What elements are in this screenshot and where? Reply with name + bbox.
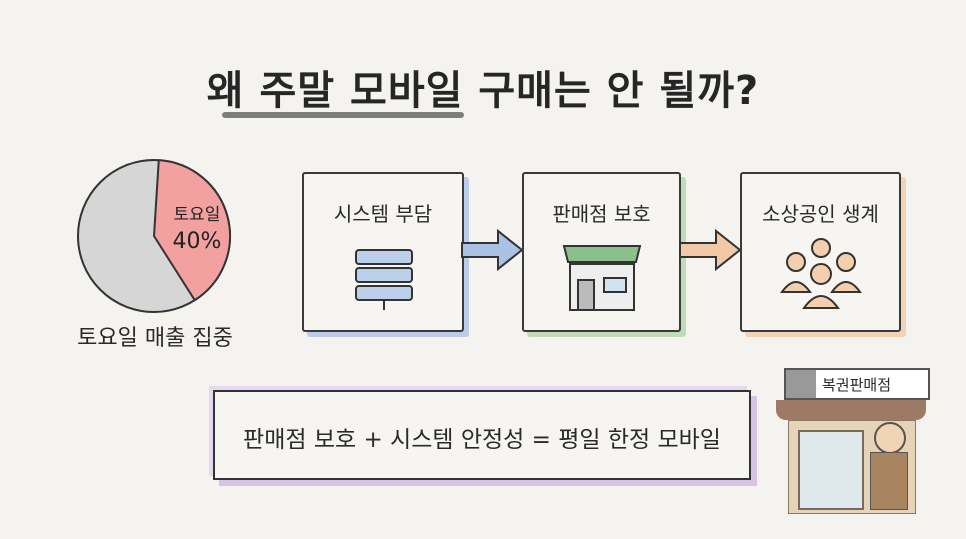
people-icon <box>780 238 862 309</box>
flow-step-small-business: 소상공인 생계 <box>740 172 901 332</box>
pie-label: 토요일 <box>174 205 221 225</box>
store-icon <box>562 245 642 311</box>
title-underline <box>222 112 464 118</box>
pie-caption: 토요일 매출 집중 <box>77 326 233 351</box>
arrow-icon <box>461 228 524 272</box>
flow-step-store-protection: 판매점 보호 <box>522 172 681 332</box>
flow-label: 판매점 보호 <box>552 202 651 226</box>
shopkeeper <box>874 422 906 454</box>
flow-label: 소상공인 생계 <box>762 202 879 226</box>
page-title: 왜 주말 모바일 구매는 안 될까? <box>206 68 760 114</box>
equation-box: 판매점 보호 + 시스템 안정성 = 평일 한정 모바일 <box>213 390 751 480</box>
pie-chart: 토요일 40% <box>77 159 231 313</box>
equation-text: 판매점 보호 + 시스템 안정성 = 평일 한정 모바일 <box>243 427 721 453</box>
shop-sign-text: 복권판매점 <box>822 376 892 394</box>
server-icon <box>355 249 413 310</box>
pie-slice-saturday <box>152 159 231 302</box>
lottery-shop-illustration: 복권판매점 <box>776 362 930 527</box>
shop-sign: 복권판매점 <box>784 368 930 400</box>
flow-step-system-load: 시스템 부담 <box>302 172 464 332</box>
arrow-icon <box>679 228 742 272</box>
flow-label: 시스템 부담 <box>333 202 433 226</box>
pie-percent: 40% <box>173 229 222 254</box>
